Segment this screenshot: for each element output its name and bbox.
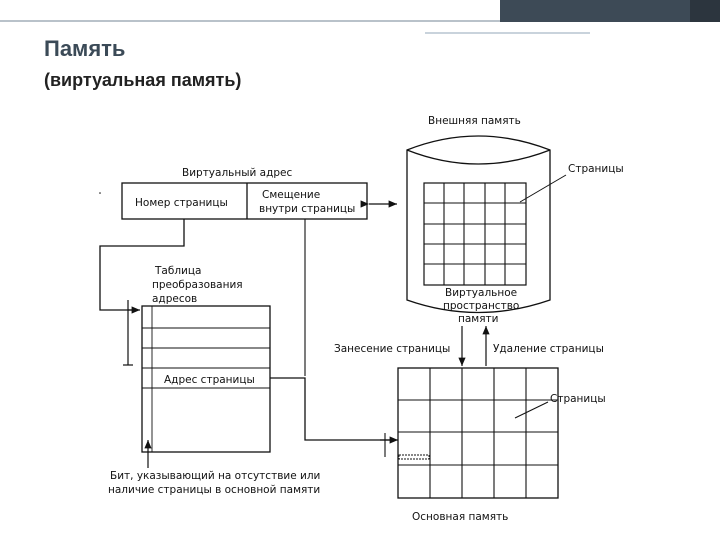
external-memory-cylinder <box>406 135 551 314</box>
page-number-label: Номер страницы <box>135 197 228 209</box>
page-number-path <box>99 219 185 311</box>
offset-label-1: Смещение <box>262 189 320 201</box>
bit-label-1: Бит, указывающий на отсутствие или <box>110 470 320 482</box>
slide-subtitle: (виртуальная память) <box>44 70 242 90</box>
virtual-space-label-3: памяти <box>458 313 498 325</box>
pages-top-pointer <box>519 174 567 203</box>
page-address-path <box>270 377 395 441</box>
main-memory-label: Основная память <box>412 511 508 523</box>
table-label-1: Таблица <box>154 265 201 277</box>
external-memory-label: Внешняя память <box>428 115 521 127</box>
pages-bottom-label: Страницы <box>550 393 606 405</box>
address-table <box>141 305 271 453</box>
virtual-address-label: Виртуальный адрес <box>182 167 292 179</box>
table-label-2: преобразования <box>152 279 243 291</box>
virtual-space-label-2: пространство <box>443 300 519 312</box>
table-label-3: адресов <box>152 293 197 305</box>
external-memory-grid <box>423 182 527 286</box>
page-in-label: Занесение страницы <box>334 343 450 355</box>
offset-label-2: внутри страницы <box>259 203 355 215</box>
bit-label-2: наличие страницы в основной памяти <box>108 484 320 496</box>
slide-title: Память <box>44 36 126 61</box>
page-out-label: Удаление страницы <box>493 343 604 355</box>
main-memory-grid <box>397 367 559 499</box>
slide-header-bar <box>0 0 720 34</box>
virtual-space-label-1: Виртуальное <box>445 287 517 299</box>
page-address-label: Адрес страницы <box>164 374 255 386</box>
pages-bottom-pointer <box>514 401 549 419</box>
pages-top-label: Страницы <box>568 163 624 175</box>
